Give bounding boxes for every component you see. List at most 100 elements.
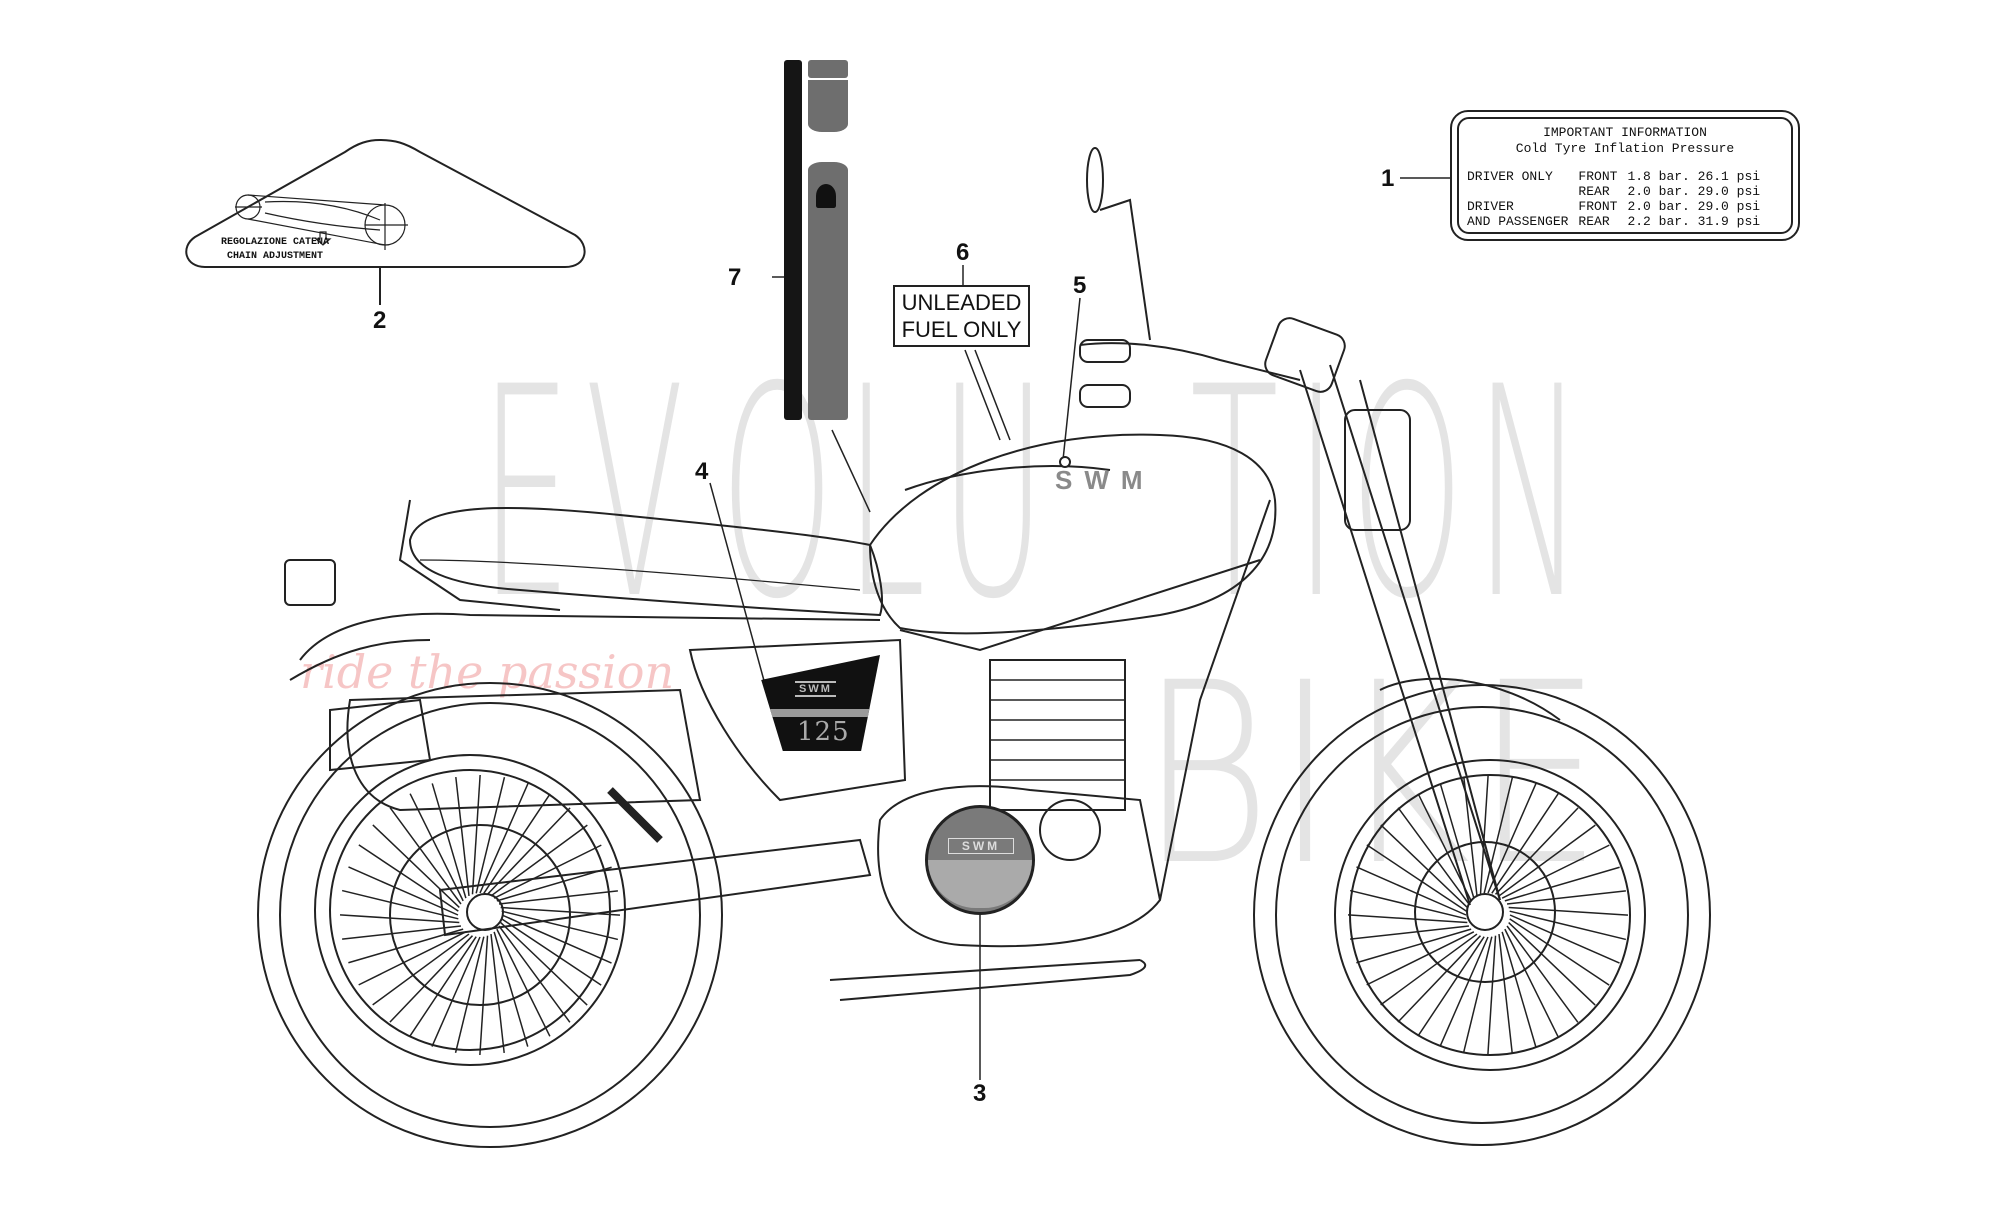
wheel-spoke <box>1501 844 1610 899</box>
wheel-spoke <box>1491 793 1559 894</box>
pressure-cell: 2.0 bar. 29.0 psi <box>1627 199 1761 214</box>
wheel-spoke <box>348 866 459 916</box>
engine-cover-decal: SWM <box>925 805 1035 915</box>
watermark-letter: L <box>845 326 926 663</box>
callout-2: 2 <box>373 307 387 334</box>
wheel-spoke <box>409 936 477 1037</box>
wheel-spoke <box>342 925 462 940</box>
wheel-spoke <box>479 783 529 894</box>
wheel-spoke <box>1508 906 1629 916</box>
side-panel-number: 125 <box>797 717 850 747</box>
stripe-decal-gray-top <box>808 60 848 78</box>
pressure-cell: 2.2 bar. 31.9 psi <box>1627 214 1761 229</box>
wheel-spoke <box>1487 935 1497 1056</box>
wheel-spoke <box>372 933 470 1006</box>
wheel-spoke <box>1462 936 1493 1054</box>
wheel-spoke <box>490 933 505 1053</box>
wheel-spoke <box>455 777 470 897</box>
wheel-spoke <box>1509 910 1627 941</box>
wheel-spoke <box>475 776 506 894</box>
wheel-spoke <box>1380 933 1478 1006</box>
engine-cylinder <box>989 659 1126 811</box>
front-wheel <box>1253 684 1711 1146</box>
fuel-label-line1: UNLEADED <box>901 290 1022 315</box>
watermark-letter: O <box>1350 326 1465 663</box>
stripe-decal-gray-upper <box>808 80 848 132</box>
callout-6: 6 <box>956 239 970 266</box>
wheel-spoke <box>498 890 618 905</box>
fuel-label-line2: FUEL ONLY <box>901 317 1022 342</box>
wheel-spoke <box>1498 824 1596 897</box>
mirror <box>1086 147 1104 213</box>
side-panel-logo: SWM <box>795 681 836 697</box>
watermark-letter: V <box>585 326 685 663</box>
tank-cap-dot <box>1059 456 1071 468</box>
side-panel <box>688 638 907 802</box>
chain-label-text: REGOLAZIONE CATENA CHAIN ADJUSTMENT <box>205 236 345 264</box>
wheel-spoke <box>389 935 474 1023</box>
wheel-spoke <box>1509 914 1620 964</box>
knight-logo-icon <box>816 184 836 208</box>
pressure-cell: 2.0 bar. 29.0 psi <box>1627 184 1761 199</box>
wheel-spoke <box>1380 824 1468 909</box>
front-fork <box>1299 364 1501 906</box>
wheel-spoke <box>1479 774 1489 895</box>
wheel-spoke <box>1487 783 1537 894</box>
engine-cover-logo: SWM <box>948 838 1014 854</box>
wheel-spoke <box>500 906 621 916</box>
wheel-spoke <box>1463 777 1478 897</box>
wheel-spoke <box>483 793 551 894</box>
wheel-spoke <box>1501 931 1537 1047</box>
wheel-spoke <box>431 783 467 899</box>
rider-cell <box>1467 184 1578 199</box>
wheel-spoke <box>493 844 602 899</box>
watermark-tagline: ride the passion <box>300 645 675 699</box>
callout-7: 7 <box>728 264 742 291</box>
exhaust <box>346 688 702 812</box>
wheel-spoke <box>372 824 460 909</box>
wheel-spoke <box>1366 931 1475 986</box>
headlight <box>1344 409 1411 531</box>
handlebar <box>1079 342 1301 381</box>
wheel-spoke <box>1397 935 1482 1023</box>
wheel-spoke <box>1349 889 1467 920</box>
wheel-spoke <box>471 774 481 895</box>
tyre-label-title: IMPORTANT INFORMATION <box>1543 125 1707 140</box>
front-fender <box>1379 677 1561 721</box>
callout-5: 5 <box>1073 272 1087 299</box>
wheel-spoke <box>498 925 571 1023</box>
rider-cell: DRIVER ONLY <box>1467 169 1553 184</box>
wheel-spoke <box>479 935 489 1056</box>
wheel-spoke <box>431 936 481 1047</box>
rider-cell: AND PASSENGER <box>1467 214 1569 229</box>
wheel-spoke <box>1509 918 1610 986</box>
wheel-spoke <box>1508 921 1596 1006</box>
watermark-letter: N <box>1475 326 1584 663</box>
stripe-decal-gray-lower <box>808 162 848 420</box>
wheel-spoke <box>1439 783 1475 899</box>
tyre-label-subtitle: Cold Tyre Inflation Pressure <box>1515 141 1735 156</box>
wheel-spoke <box>341 889 459 920</box>
watermark-letter: I <box>1295 326 1338 663</box>
wheel-spoke <box>409 793 464 902</box>
tyre-pressure-label: IMPORTANT INFORMATION Cold Tyre Inflatio… <box>1450 110 1800 241</box>
wheel-spoke <box>339 914 460 924</box>
wheel-spoke <box>490 824 588 897</box>
wheel-cell: FRONT <box>1578 169 1618 184</box>
wheel-spoke <box>501 918 602 986</box>
wheel-spoke <box>486 807 571 895</box>
wheel-spoke <box>1356 866 1467 916</box>
seat <box>408 506 883 617</box>
stripe-decal-dark <box>784 60 802 420</box>
wheel-cell: REAR <box>1578 184 1610 199</box>
callout-1: 1 <box>1381 165 1395 192</box>
side-panel-stripe <box>761 709 880 717</box>
watermark-letter: T <box>1190 326 1279 663</box>
wheel-spoke <box>496 928 551 1037</box>
wheel-spoke <box>1506 925 1579 1023</box>
rider-cell: DRIVER <box>1467 199 1514 214</box>
chain-label-line1: REGOLAZIONE CATENA <box>220 237 330 248</box>
